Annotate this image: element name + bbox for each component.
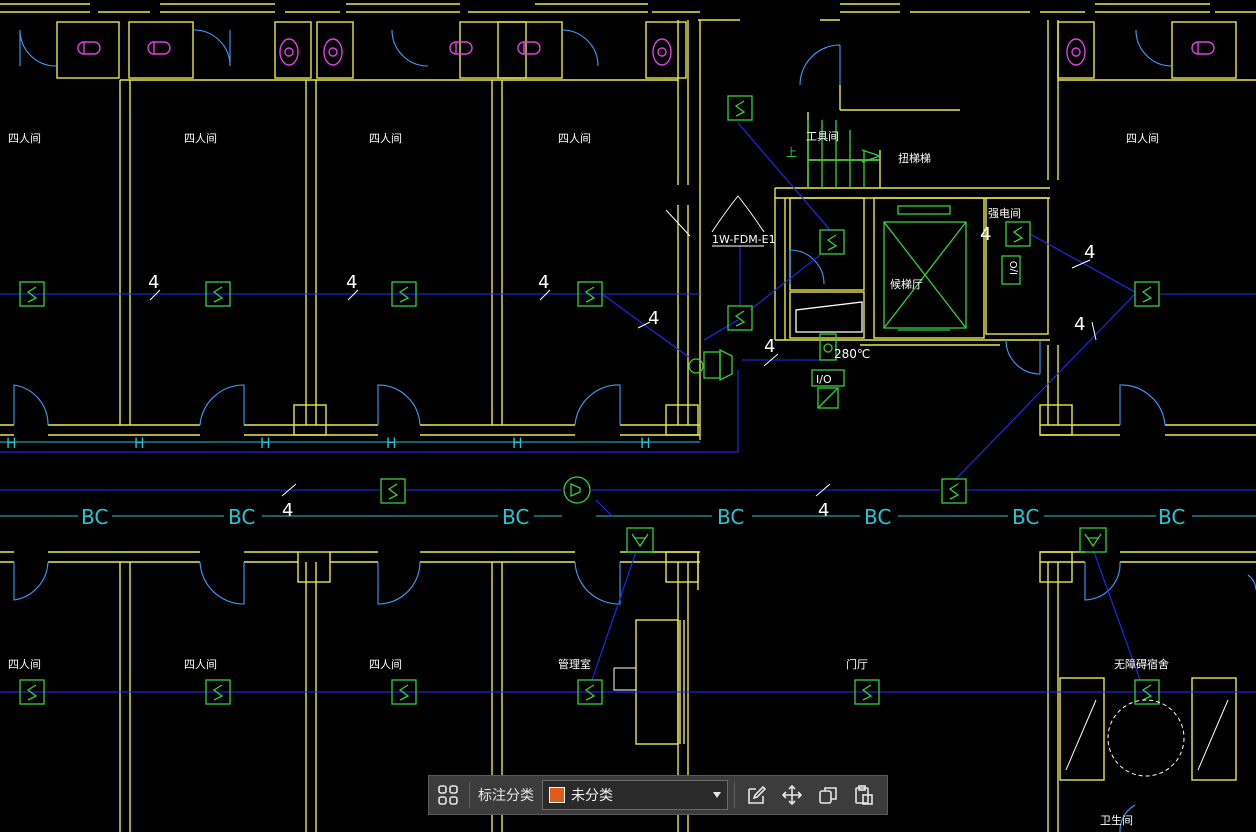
wire-count: 4 — [538, 272, 549, 293]
room-label: 四人间 — [1126, 132, 1159, 145]
pipe-label: H — [6, 436, 17, 452]
wire-count: 4 — [346, 272, 357, 293]
alarm-bell-icon[interactable] — [688, 348, 733, 382]
toilet-hatch — [1065, 699, 1229, 771]
wire-count: 4 — [282, 500, 293, 521]
wire-count: 4 — [648, 308, 659, 329]
bus-label: BC — [864, 505, 891, 529]
heat-detector-icon[interactable] — [626, 527, 654, 553]
devices[interactable] — [19, 95, 1160, 705]
copy-icon[interactable] — [813, 780, 843, 810]
smoke-detector-icon[interactable] — [577, 281, 603, 307]
room-labels: 四人间 四人间 四人间 四人间 四人间 四人间 四人间 四人间 管理室 门厅 无… — [8, 130, 1169, 827]
grid-icon[interactable] — [433, 780, 463, 810]
room-label: 四人间 — [8, 132, 41, 145]
bus-labels: BC BC BC BC BC BC BC — [81, 505, 1185, 529]
smoke-detector-icon[interactable] — [577, 679, 603, 705]
smoke-detector-icon[interactable] — [205, 679, 231, 705]
room-label: 四人间 — [369, 132, 402, 145]
toolbar-divider — [469, 782, 470, 808]
smoke-detector-icon[interactable] — [19, 679, 45, 705]
smoke-detector-icon[interactable] — [380, 478, 406, 504]
pipe-line — [0, 441, 1256, 517]
smoke-detector-icon[interactable] — [941, 478, 967, 504]
room-label: 四人间 — [184, 658, 217, 671]
smoke-detector-icon[interactable] — [205, 281, 231, 307]
room-label: 四人间 — [558, 132, 591, 145]
paste-icon[interactable] — [849, 780, 879, 810]
smoke-detector-icon[interactable] — [19, 281, 45, 307]
pipe-label: H — [640, 436, 651, 452]
bus-label: BC — [1012, 505, 1039, 529]
speaker-icon[interactable] — [563, 476, 591, 504]
smoke-detector-icon[interactable] — [819, 229, 845, 255]
smoke-detector-icon[interactable] — [727, 305, 753, 331]
io-module-icon[interactable] — [811, 369, 845, 387]
pipe-label: H — [260, 436, 271, 452]
room-label: 四人间 — [184, 132, 217, 145]
wiring — [0, 122, 1256, 693]
chevron-down-icon — [713, 792, 721, 798]
core-label-stair: 扭梯梯 — [898, 151, 931, 165]
stair-up-label: 上 — [786, 146, 797, 159]
fire-damper-symbol — [665, 195, 765, 247]
pipe-label: H — [512, 436, 523, 452]
category-color-swatch — [549, 787, 565, 803]
smoke-detector-icon[interactable] — [1005, 221, 1031, 247]
pipe-label: H — [386, 436, 397, 452]
core-label-tool-room: 工具间 — [806, 130, 839, 143]
bus-label: BC — [228, 505, 255, 529]
elevator-car — [883, 221, 967, 329]
damper-code: 1W-FDM-E1 — [712, 233, 776, 246]
wire-count: 4 — [980, 224, 991, 245]
smoke-detector-icon[interactable] — [1134, 679, 1160, 705]
io-module-icon[interactable] — [1001, 255, 1021, 285]
bus-label: BC — [502, 505, 529, 529]
wire-count: 4 — [148, 272, 159, 293]
wire-count: 4 — [764, 336, 775, 357]
damper-icon[interactable] — [819, 333, 837, 361]
smoke-detector-icon[interactable] — [854, 679, 880, 705]
category-label: 标注分类 — [478, 788, 534, 804]
bus-label: BC — [1158, 505, 1185, 529]
pipe-labels: H H H H H H — [6, 436, 651, 452]
io-label: I/O — [816, 373, 832, 386]
smoke-detector-icon[interactable] — [391, 679, 417, 705]
walls — [0, 3, 1256, 832]
room-label: 四人间 — [8, 658, 41, 671]
manual-alarm-icon[interactable] — [817, 387, 839, 409]
room-label: 卫生间 — [1100, 813, 1133, 827]
wire-ticks — [149, 259, 1097, 497]
move-icon[interactable] — [777, 780, 807, 810]
wire-count: 4 — [818, 500, 829, 521]
core-label-power-room: 强电间 — [988, 207, 1021, 220]
io-label: I/O — [1009, 261, 1020, 275]
smoke-detector-icon[interactable] — [1134, 281, 1160, 307]
reception-desk — [613, 667, 636, 691]
smoke-detector-icon[interactable] — [391, 281, 417, 307]
room-label: 门厅 — [846, 657, 868, 671]
wire-count: 4 — [1074, 314, 1085, 335]
door-swings — [13, 29, 1256, 832]
room-label: 无障碍宿舍 — [1114, 657, 1169, 671]
edit-icon[interactable] — [741, 780, 771, 810]
core-label-elevator-hall: 候梯厅 — [890, 277, 923, 291]
smoke-detector-icon[interactable] — [727, 95, 753, 121]
toolbar-divider — [734, 782, 735, 808]
category-select[interactable]: 未分类 — [542, 780, 728, 810]
room-label: 管理室 — [558, 657, 591, 671]
heat-detector-icon[interactable] — [1079, 527, 1107, 553]
annotation-toolbar: 标注分类 未分类 — [428, 775, 888, 815]
room-label: 四人间 — [369, 658, 402, 671]
damper-temp: 280℃ — [834, 347, 870, 361]
pipe-label: H — [134, 436, 145, 452]
category-value: 未分类 — [571, 788, 613, 804]
turning-circle — [1107, 699, 1185, 777]
wire-count: 4 — [1084, 242, 1095, 263]
wire-count-marks: 4 4 4 4 4 4 4 4 4 4 — [148, 224, 1095, 521]
bus-label: BC — [717, 505, 744, 529]
plumbing-fixtures — [77, 38, 1215, 66]
bus-label: BC — [81, 505, 108, 529]
